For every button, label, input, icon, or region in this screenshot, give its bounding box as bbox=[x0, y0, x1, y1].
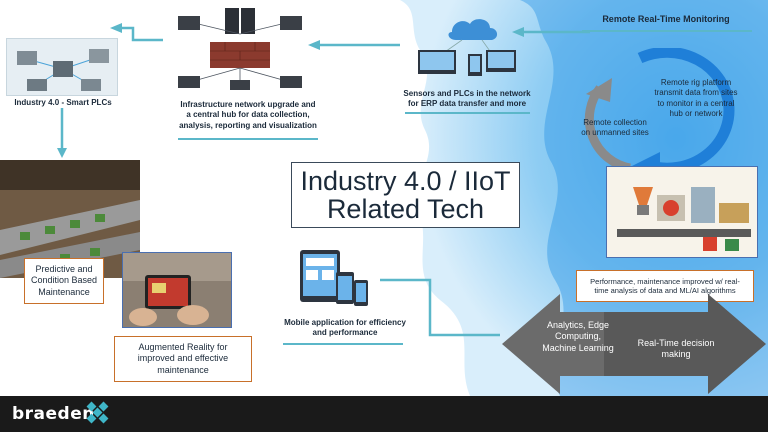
predictive-maintenance-box: Predictive and Condition Based Maintenan… bbox=[24, 258, 104, 304]
connector-lines bbox=[57, 23, 590, 337]
footer-bar bbox=[0, 396, 768, 432]
underline-mobile bbox=[283, 343, 403, 345]
realtime-decision-text: Real-Time decision making bbox=[637, 338, 715, 360]
braeden-logo: braeden bbox=[12, 404, 95, 424]
connector-hub-to-plcs bbox=[120, 26, 163, 42]
mobile-devices-image bbox=[296, 248, 370, 310]
braeden-logo-mark-icon bbox=[86, 401, 109, 424]
title-box: Industry 4.0 / IIoT Related Tech bbox=[291, 162, 520, 228]
underline-sensors bbox=[405, 112, 530, 114]
remote-monitoring-label: Remote Real-Time Monitoring bbox=[602, 14, 730, 24]
mobile-app-label: Mobile application for efficiency and pe… bbox=[284, 318, 406, 338]
augmented-reality-image bbox=[122, 252, 232, 328]
ml-industry-image bbox=[606, 166, 758, 258]
performance-box: Performance, maintenance improved w/ rea… bbox=[576, 270, 754, 302]
page-title: Industry 4.0 / IIoT Related Tech bbox=[300, 165, 511, 224]
underline-infrastructure bbox=[178, 138, 318, 140]
augmented-reality-box: Augmented Reality for improved and effec… bbox=[114, 336, 252, 382]
remote-collection-text: Remote collection on unmanned sites bbox=[581, 118, 649, 138]
connector-mobile-to-analytics bbox=[380, 278, 500, 337]
analytics-decision-arrow bbox=[502, 294, 766, 394]
underline-remote-monitoring bbox=[582, 30, 752, 32]
analytics-text: Analytics, Edge Computing, Machine Learn… bbox=[542, 320, 614, 353]
infrastructure-hub-image bbox=[170, 2, 310, 92]
smart-plcs-label: Industry 4.0 - Smart PLCs bbox=[14, 98, 112, 107]
infrastructure-label: Infrastructure network upgrade and a cen… bbox=[179, 100, 317, 130]
cycle-arrows bbox=[584, 48, 735, 178]
remote-rig-text: Remote rig platform transmit data from s… bbox=[654, 78, 738, 119]
smart-plcs-image bbox=[6, 38, 118, 96]
sensors-label: Sensors and PLCs in the network for ERP … bbox=[403, 89, 531, 109]
sensors-devices-image bbox=[412, 10, 520, 80]
